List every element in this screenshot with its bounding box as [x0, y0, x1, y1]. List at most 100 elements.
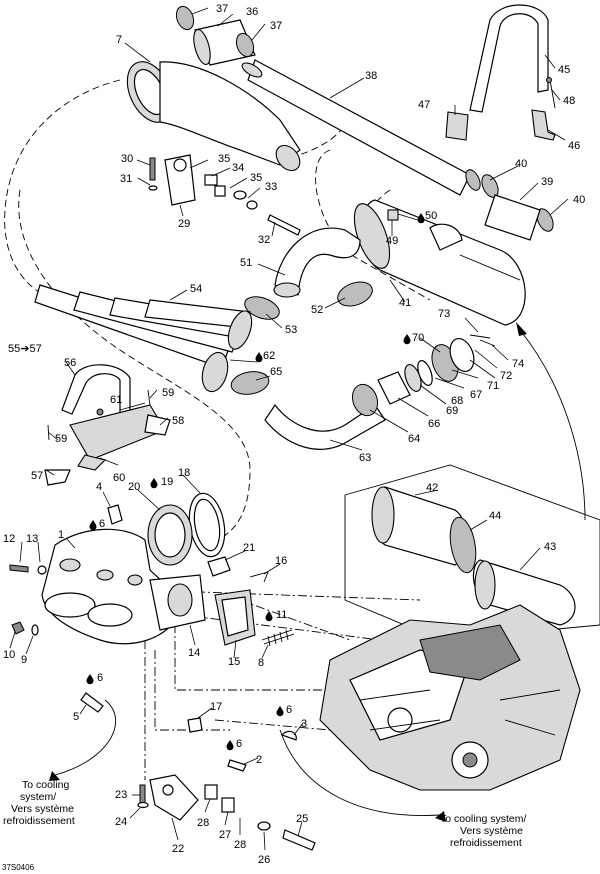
callout-66: 66: [428, 418, 440, 430]
callout-51: 51: [240, 257, 252, 269]
callout-20: 20: [128, 481, 140, 493]
arrow-head-cooling-right: [435, 811, 446, 822]
drop-icon: [150, 478, 158, 489]
pipe-bundle-54: [34, 284, 253, 393]
callout-43: 43: [544, 541, 556, 553]
bracket-58: [144, 414, 171, 436]
bolt-30: [149, 157, 156, 181]
nut-10-9: [11, 621, 39, 636]
callout-55-57: 55➔57: [8, 343, 42, 355]
screws-73-74: [469, 334, 496, 347]
washer-31: [148, 185, 158, 191]
fitting-2: [227, 759, 247, 772]
svg-text:To cooling system/: To cooling system/: [440, 813, 526, 825]
flange-68-71-72: [431, 337, 475, 382]
fitting-49-50: [387, 209, 399, 221]
callout-30: 30: [121, 153, 133, 165]
callout-45: 45: [558, 64, 570, 76]
callout-68: 68: [451, 395, 463, 407]
bracket-60: [69, 404, 166, 471]
callout-58: 58: [172, 415, 184, 427]
engine-block: [319, 604, 581, 791]
callout-34: 34: [232, 162, 244, 174]
callout-22: 22: [172, 843, 184, 855]
callout-35: 35: [218, 153, 230, 165]
bolt-32: [267, 214, 301, 236]
ring-67-69: [404, 360, 433, 392]
callout-57: 57: [31, 470, 43, 482]
callout-69: 69: [446, 405, 458, 417]
svg-text:Vers système: Vers système: [460, 825, 523, 837]
callout-49: 49: [386, 235, 398, 247]
cover-15: [214, 589, 256, 646]
callout-25: 25: [296, 813, 308, 825]
callout-35: 35: [250, 172, 262, 184]
callout-72: 72: [500, 370, 512, 382]
bracket-29: [164, 154, 196, 206]
pipe-38: [241, 59, 471, 196]
callout-28: 28: [234, 839, 246, 851]
exhaust-manifold-1: [41, 528, 181, 645]
callout-10: 10: [3, 649, 15, 661]
bolt-23-24: [137, 784, 149, 809]
callout-44: 44: [489, 510, 501, 522]
screw-12-13: [9, 564, 47, 575]
callout-29: 29: [178, 218, 190, 230]
callout-13: 13: [26, 533, 38, 545]
hose-63: [264, 403, 386, 450]
tube-36: [193, 19, 256, 66]
callout-70: 70: [412, 332, 424, 344]
fitting-5: [80, 692, 104, 713]
callout-2: 2: [256, 754, 262, 766]
callout-6: 6: [97, 672, 103, 684]
drop-icon: [265, 611, 273, 622]
clamp-64: [351, 383, 379, 417]
callout-36: 36: [246, 6, 258, 18]
callout-41: 41: [399, 297, 411, 309]
callout-26: 26: [258, 854, 270, 866]
exhaust-pipe-7: [126, 61, 301, 172]
callout-21: 21: [243, 542, 255, 554]
callout-15: 15: [228, 656, 240, 668]
gasket-18: [188, 492, 226, 558]
detail-box: [344, 464, 600, 641]
callout-73: 73: [438, 308, 450, 320]
callout-31: 31: [120, 173, 132, 185]
fitting-4: [107, 504, 123, 525]
callout-6: 6: [236, 738, 242, 750]
callout-67: 67: [470, 389, 482, 401]
callout-32: 32: [258, 234, 270, 246]
cooling-note-left: To cooling system/ Vers système refroidi…: [3, 779, 75, 827]
callout-46: 46: [568, 140, 580, 152]
spring-8: [261, 629, 295, 647]
callout-52: 52: [311, 304, 323, 316]
callout-50: 50: [425, 210, 437, 222]
dashed-outline-muffler: [315, 149, 431, 301]
drop-icon: [255, 352, 263, 363]
clip-16: [249, 571, 269, 583]
callout-62: 62: [263, 350, 275, 362]
muffler-41: [353, 199, 526, 326]
callout-4: 4: [96, 481, 102, 493]
leader-lines: [9, 7, 569, 851]
drop-icon: [86, 674, 94, 685]
sleeve-66: [377, 371, 411, 405]
callout-18: 18: [178, 467, 190, 479]
clamp-37-lower: [235, 32, 255, 58]
arrow-head-engine: [516, 322, 527, 336]
callout-38: 38: [365, 70, 377, 82]
arrow-to-engine: [519, 329, 586, 521]
spacer-26-27-28: [204, 784, 271, 831]
callout-7: 7: [116, 34, 122, 46]
clamp-65: [230, 371, 270, 395]
hose-51: [273, 227, 361, 298]
sleeve-21: [207, 556, 231, 577]
screw-48: [546, 77, 556, 109]
callout-63: 63: [359, 452, 371, 464]
adapter-14: [149, 574, 206, 631]
drop-icon: [417, 213, 425, 224]
clip-3: [280, 730, 297, 741]
svg-text:refroidissement: refroidissement: [3, 815, 75, 827]
callout-60: 60: [113, 472, 125, 484]
